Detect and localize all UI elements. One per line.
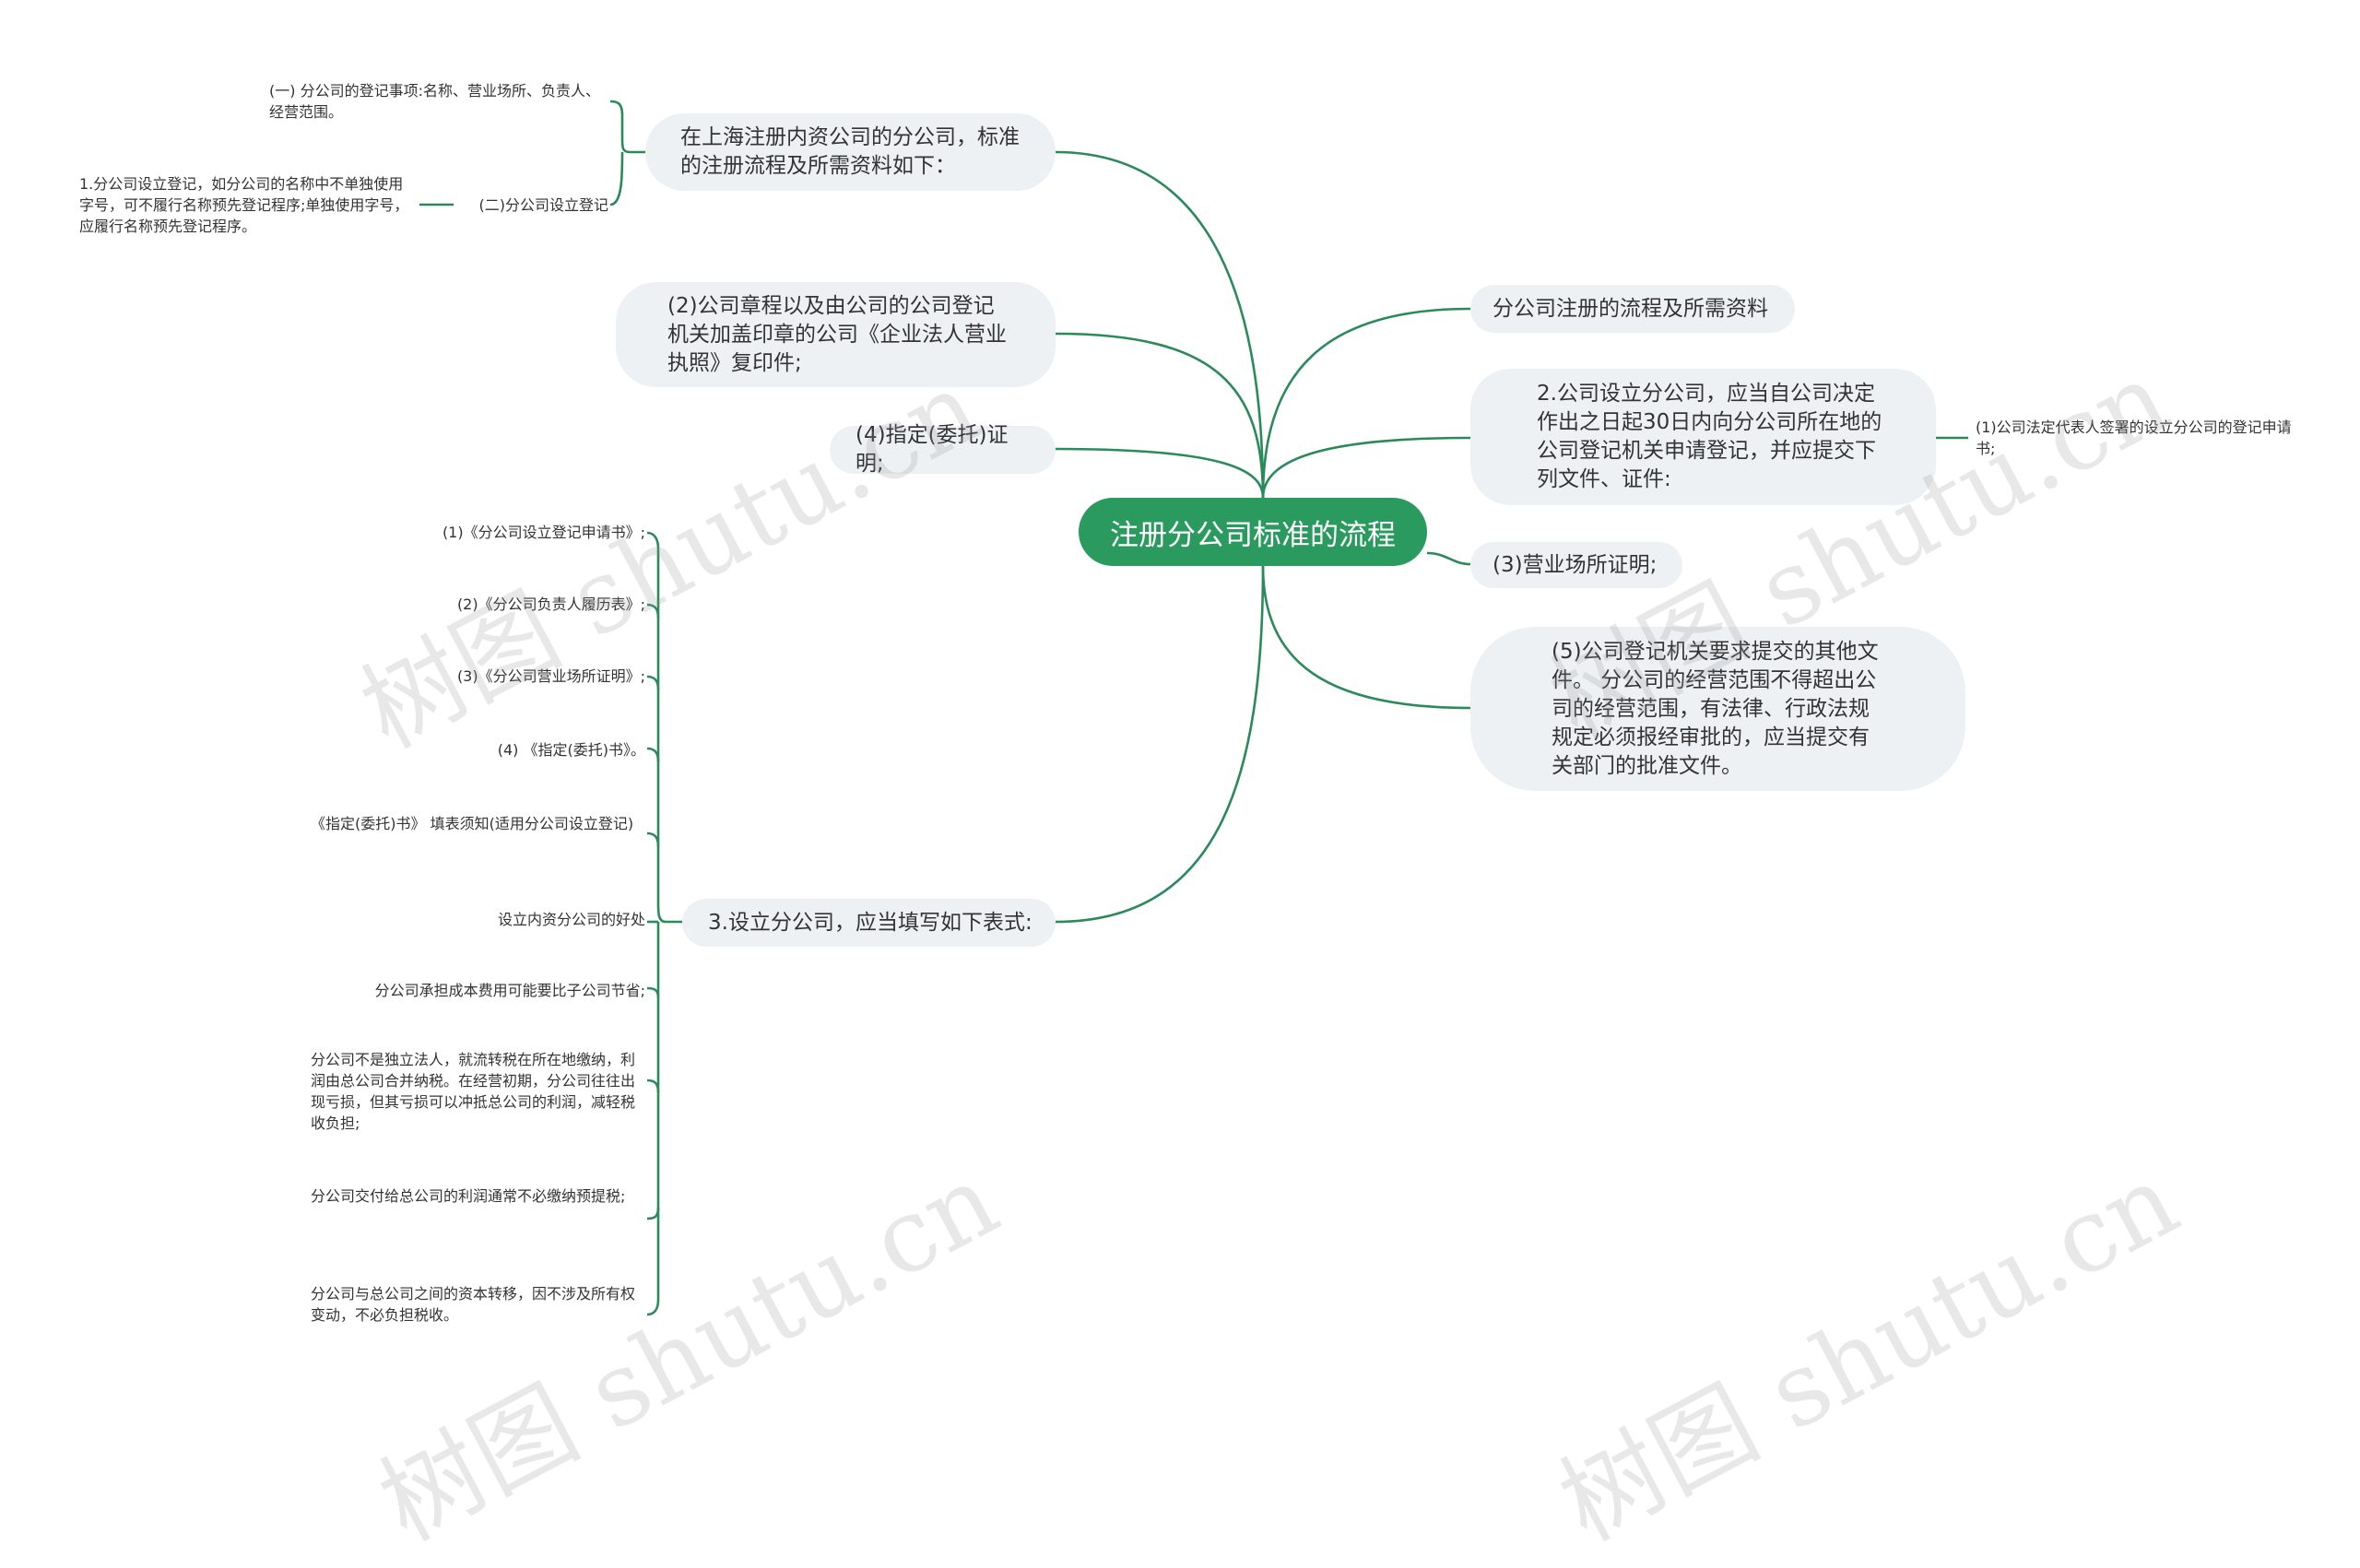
leaf-l3-5[interactable]: 《指定(委托)书》 填表须知(适用分公司设立登记) xyxy=(311,813,638,834)
leaf-l3-9-label: 分公司交付给总公司的利润通常不必缴纳预提税; xyxy=(311,1187,626,1205)
link-l3-i7 xyxy=(646,986,660,998)
link-root-right-5 xyxy=(1261,565,1471,710)
link-l3-i5 xyxy=(646,831,660,847)
leaf-lt-1-label: (一) 分公司的登记事项:名称、营业场所、负责人、经营范围。 xyxy=(269,82,600,121)
leaf-l3-10[interactable]: 分公司与总公司之间的资本转移，因不涉及所有权变动，不必负担税收。 xyxy=(311,1283,647,1326)
leaf-l3-7-label: 分公司承担成本费用可能要比子公司节省; xyxy=(374,982,645,999)
connector-lines xyxy=(419,100,1968,1316)
branch-left-top[interactable]: 在上海注册内资公司的分公司，标准的注册流程及所需资料如下： xyxy=(645,113,1056,191)
branch-left-4[interactable]: (4)指定(委托)证明; xyxy=(830,423,1056,476)
leaf-l3-10-label: 分公司与总公司之间的资本转移，因不涉及所有权变动，不必负担税收。 xyxy=(311,1285,636,1324)
leaf-l3-9[interactable]: 分公司交付给总公司的利润通常不必缴纳预提税; xyxy=(311,1185,647,1207)
leaf-l3-6[interactable]: 设立内资分公司的好处 xyxy=(369,909,645,930)
link-l3-i3 xyxy=(646,675,660,690)
leaf-lt-1[interactable]: (一) 分公司的登记事项:名称、营业场所、负责人、经营范围。 xyxy=(269,80,601,123)
branch-right-3-label: (3)营业场所证明; xyxy=(1493,552,1658,577)
leaf-l3-4-label: (4) 《指定(委托)书》。 xyxy=(497,741,645,759)
leaf-l3-6-label: 设立内资分公司的好处 xyxy=(497,911,645,928)
link-l3-i4 xyxy=(646,747,660,762)
link-root-left-4 xyxy=(1055,447,1265,499)
branch-left-2[interactable]: (2)公司章程以及由公司的公司登记机关加盖印章的公司《企业法人营业执照》复印件; xyxy=(616,282,1056,387)
branch-left-3-label: 3.设立分公司，应当填写如下表式: xyxy=(708,910,1032,935)
branch-right-1-label: 分公司注册的流程及所需资料 xyxy=(1493,296,1768,321)
link-l3-i8 xyxy=(646,1079,660,1093)
branch-right-2[interactable]: 2.公司设立分公司，应当自公司决定作出之日起30日内向分公司所在地的公司登记机关… xyxy=(1470,369,1936,505)
leaf-l3-2-label: (2)《分公司负责人履历表》; xyxy=(456,595,645,613)
leaf-r2-sub[interactable]: (1)公司法定代表人签署的设立分公司的登记申请书; xyxy=(1976,417,2307,459)
leaf-l3-2[interactable]: (2)《分公司负责人履历表》; xyxy=(304,594,645,615)
branch-right-3[interactable]: (3)营业场所证明; xyxy=(1470,542,1682,588)
leaf-lt-2-label: (二)分公司设立登记 xyxy=(478,196,609,214)
branch-right-2-label: 2.公司设立分公司，应当自公司决定作出之日起30日内向分公司所在地的公司登记机关… xyxy=(1537,382,1882,491)
branch-left-top-label: 在上海注册内资公司的分公司，标准的注册流程及所需资料如下： xyxy=(680,125,1020,178)
branch-right-1[interactable]: 分公司注册的流程及所需资料 xyxy=(1470,285,1795,333)
leaf-lt-2-sub-label: 1.分公司设立登记，如分公司的名称中不单独使用字号，可不履行名称预先登记程序;单… xyxy=(79,175,409,235)
leaf-l3-7[interactable]: 分公司承担成本费用可能要比子公司节省; xyxy=(304,980,645,1001)
link-l3-i2 xyxy=(646,603,660,619)
link-root-left-top xyxy=(1055,150,1265,499)
link-l3-spine xyxy=(646,531,682,1316)
leaf-l3-3-label: (3)《分公司营业场所证明》; xyxy=(456,667,645,685)
root-node[interactable]: 注册分公司标准的流程 xyxy=(1079,498,1427,566)
leaf-l3-8-label: 分公司不是独立法人，就流转税在所在地缴纳，利润由总公司合并纳税。在经营初期，分公… xyxy=(311,1051,636,1132)
link-root-right-3 xyxy=(1426,551,1471,566)
branch-left-2-label: (2)公司章程以及由公司的公司登记机关加盖印章的公司《企业法人营业执照》复印件; xyxy=(667,293,1007,375)
leaf-lt-2-sub[interactable]: 1.分公司设立登记，如分公司的名称中不单独使用字号，可不履行名称预先登记程序;单… xyxy=(79,173,416,237)
branch-right-5[interactable]: (5)公司登记机关要求提交的其他文件。 分公司的经营范围不得超出公司的经营范围，… xyxy=(1470,627,1965,791)
leaf-l3-8[interactable]: 分公司不是独立法人，就流转税在所在地缴纳，利润由总公司合并纳税。在经营初期，分公… xyxy=(311,1049,647,1134)
leaf-l3-5-label: 《指定(委托)书》 填表须知(适用分公司设立登记) xyxy=(311,815,634,832)
leaf-l3-3[interactable]: (3)《分公司营业场所证明》; xyxy=(304,666,645,687)
link-root-left-3 xyxy=(1055,565,1265,924)
branch-left-3[interactable]: 3.设立分公司，应当填写如下表式: xyxy=(682,899,1056,947)
leaf-lt-2[interactable]: (二)分公司设立登记 xyxy=(454,195,609,216)
link-lt-bracket xyxy=(609,100,645,206)
leaf-r2-sub-label: (1)公司法定代表人签署的设立分公司的登记申请书; xyxy=(1976,419,2292,457)
leaf-l3-4[interactable]: (4) 《指定(委托)书》。 xyxy=(304,739,645,760)
leaf-l3-1-label: (1)《分公司设立登记申请书》; xyxy=(442,524,645,541)
branch-left-4-label: (4)指定(委托)证明; xyxy=(856,423,1009,476)
branch-right-5-label: (5)公司登记机关要求提交的其他文件。 分公司的经营范围不得超出公司的经营范围，… xyxy=(1552,639,1879,778)
link-root-right-1 xyxy=(1261,307,1471,499)
link-root-left-2 xyxy=(1055,332,1265,499)
link-l3-i9 xyxy=(646,1207,660,1220)
link-root-right-2 xyxy=(1261,436,1471,499)
leaf-l3-1[interactable]: (1)《分公司设立登记申请书》; xyxy=(304,522,645,543)
